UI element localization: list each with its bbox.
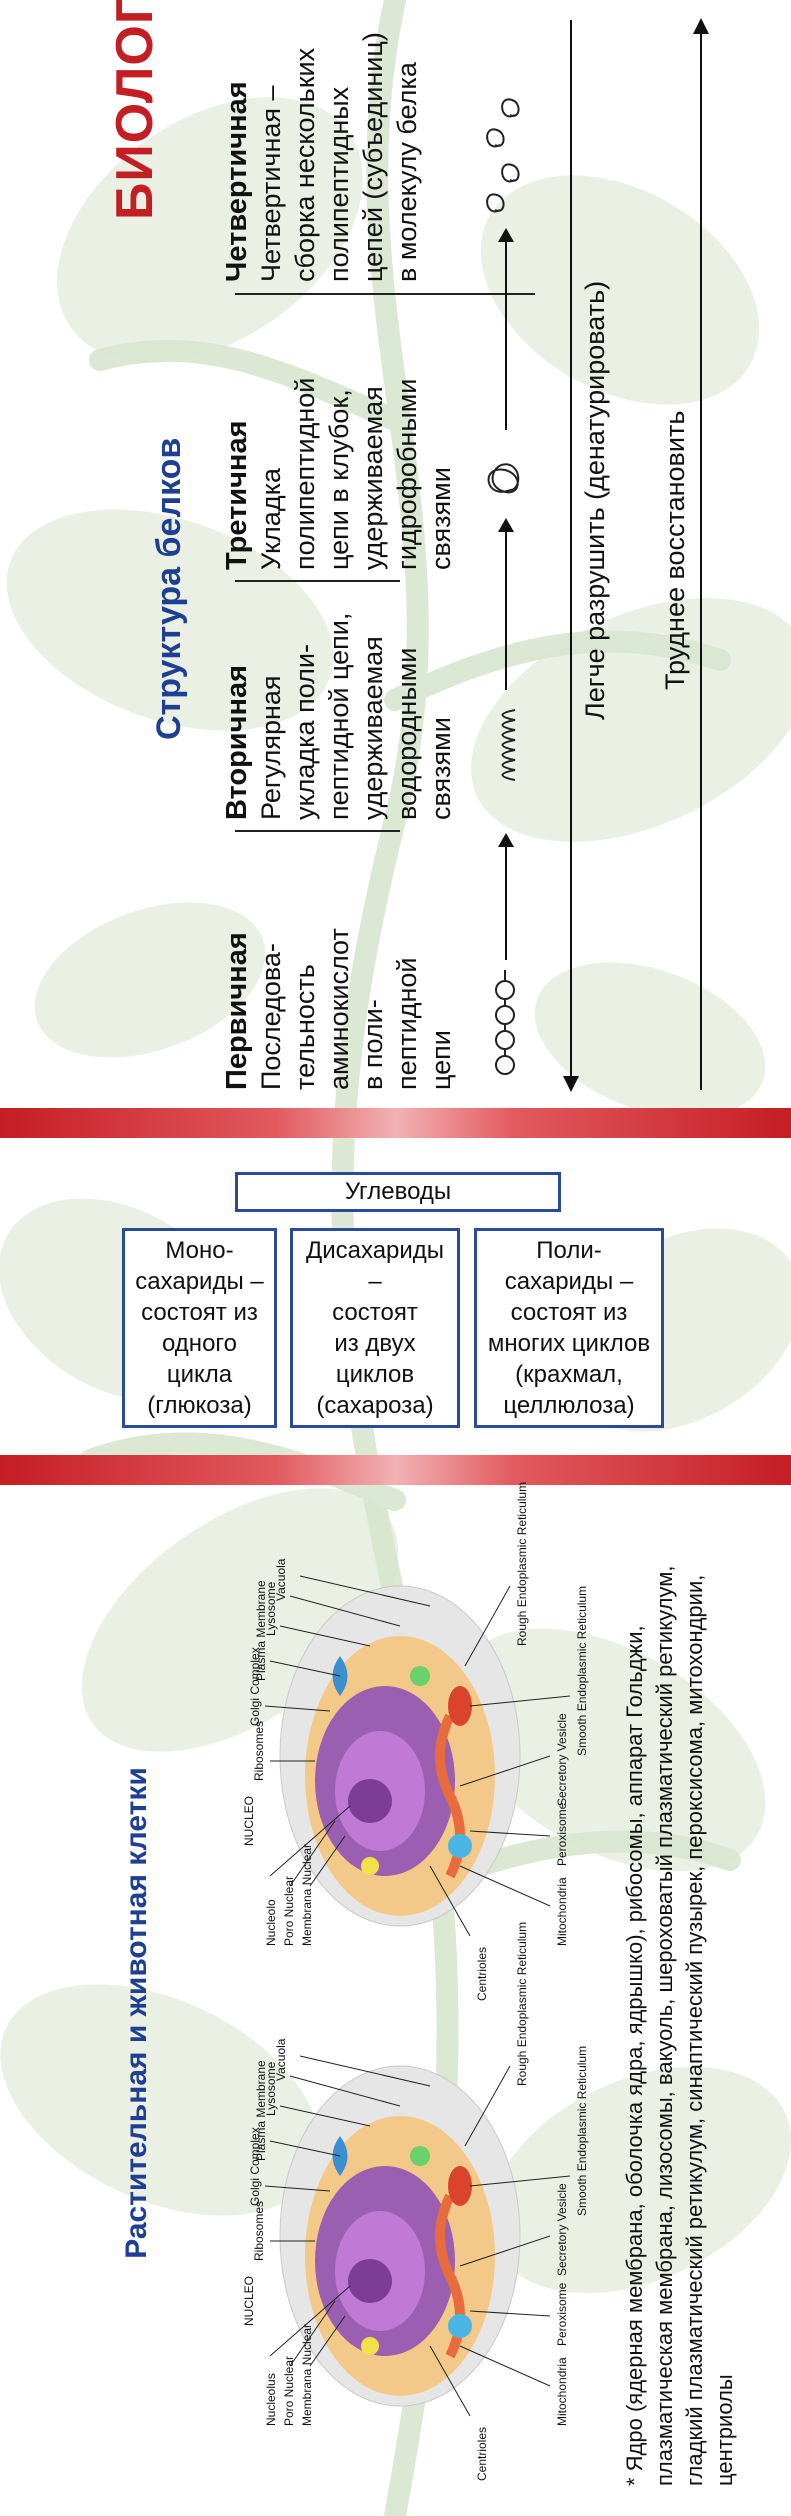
level-secondary: Вторичная Регулярная укладка поли- пепти…: [220, 570, 458, 820]
tertiary-globule-icon: [487, 463, 520, 494]
easier-arrow-line: [570, 20, 572, 1090]
carb-box-poly: Поли- сахариды – состоят из многих цикло…: [474, 1228, 664, 1428]
section-divider-band: [0, 1108, 791, 1138]
arrow-right-icon: [505, 835, 507, 960]
easier-label: Легче разрушить (денатурировать): [580, 280, 610, 720]
primary-chain-icon: [495, 970, 515, 1075]
arrow-right-icon: [505, 520, 507, 690]
cells-section: Растительная и животная клетки: [0, 1482, 791, 2516]
protein-section: БИОЛОГИЯ Структура белков Первичная Посл…: [0, 0, 791, 1110]
cells-title: Растительная и животная клетки: [120, 1767, 153, 2259]
main-title: БИОЛОГИЯ: [106, 0, 164, 220]
carb-box-di: Дисахариды – состоят из двух циклов (сах…: [290, 1228, 460, 1428]
quaternary-complex-icon: [486, 98, 520, 213]
column-divider: [235, 830, 400, 832]
level-tertiary: Третичная Укладка полипептидной цепи в к…: [220, 320, 458, 570]
carb-box-mono: Моно- сахариды – состоят из одного цикла…: [122, 1228, 277, 1428]
level-primary: Первичная Последова- тельность аминокисл…: [220, 840, 458, 1090]
structure-illustrations: [486, 98, 520, 1075]
secondary-helix-icon: [501, 709, 516, 781]
level-tertiary-name: Третичная: [221, 420, 253, 570]
cell-diagram-right: Membrana Nuclear Poro Nuclear Nucleolo N…: [170, 1482, 610, 2006]
cell-illustration: [264, 1575, 571, 1937]
cell-illustration: [264, 2055, 571, 2417]
section-divider-band: [0, 1455, 791, 1485]
arrow-right-icon: [505, 230, 507, 430]
protein-structure-title: Структура белков: [150, 437, 188, 740]
level-primary-name: Первичная: [221, 932, 253, 1090]
column-divider: [235, 580, 400, 582]
level-quaternary: Четвертичная Четвертичная – сборка неско…: [220, 12, 424, 282]
level-quaternary-name: Четвертичная: [221, 81, 253, 282]
level-secondary-name: Вторичная: [221, 664, 253, 820]
cell-diagram-left: Membrana Nuclear Poro Nuclear Nucleolus …: [170, 1922, 610, 2486]
harder-arrow-line: [700, 20, 702, 1090]
harder-label: Труднее восстановить: [660, 410, 690, 690]
cells-footnote: * Ядро (ядерная мембрана, оболочка ядра,…: [622, 1565, 737, 2486]
carbs-title: Углеводы: [235, 1172, 561, 1212]
